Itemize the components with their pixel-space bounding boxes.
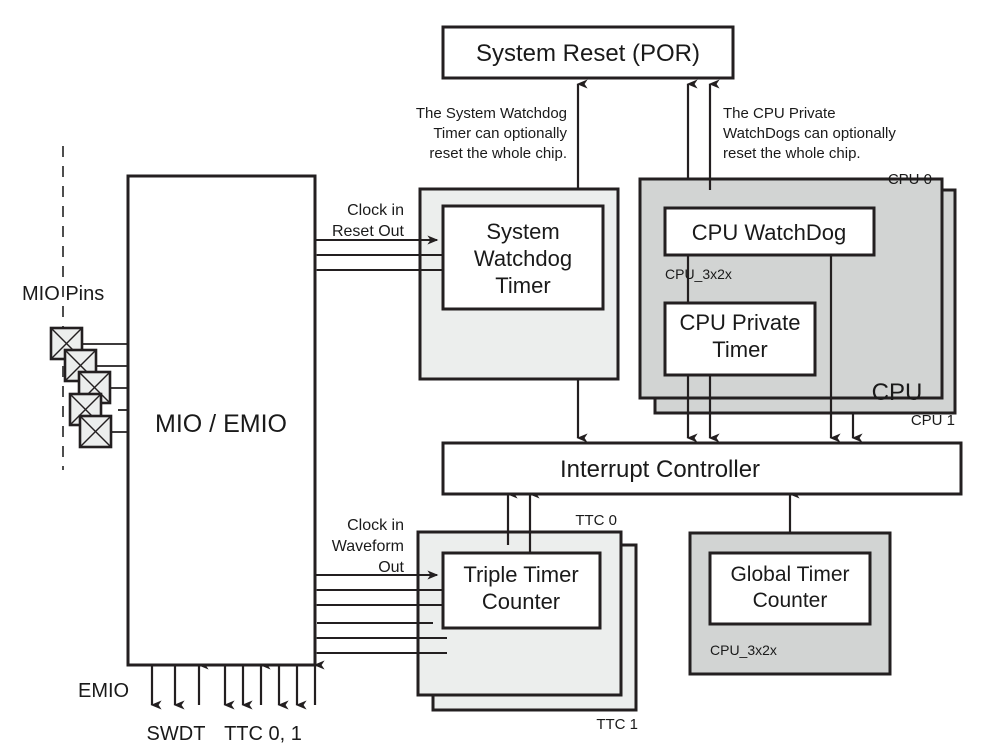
cpu-3x2x-sublabel: CPU_3x2x [665,266,732,282]
swdt-reset-note-line3: reset the whole chip. [429,145,567,162]
cpu-private-timer-label-line2: Timer [712,337,767,362]
triple-timer-counter-label-line2: Counter [482,589,560,614]
global-timer-counter-box[interactable] [708,551,872,626]
ttc0-tag: TTC 0 [575,512,617,529]
swdt-port-note-line1: Clock in [347,202,404,219]
system-reset-label: System Reset (POR) [476,40,700,67]
cpu-reset-note-line3: reset the whole chip. [723,145,861,162]
mio-pins-label: MIO Pins [22,283,104,305]
global-timer-counter-label-line2: Counter [753,589,828,612]
cpu1-tag: CPU 1 [911,412,955,429]
cpu0-tag: CPU 0 [888,171,932,188]
cpu-private-timer-label-line1: CPU Private [679,310,800,335]
system-reset-box[interactable] [441,25,735,80]
global-timer-counter-label-line1: Global Timer [730,563,849,586]
mio-emio-label: MIO / EMIO [155,410,287,438]
interrupt-controller-box[interactable] [441,441,963,496]
system-watchdog-timer-label-line1: System [486,219,559,244]
ttc1-tag: TTC 1 [596,716,638,733]
ttc-port-note-line3: Out [378,559,404,576]
triple-timer-counter-label-line1: Triple Timer [463,562,578,587]
mio-pin-5 [78,414,113,449]
system-watchdog-timer-label-line2: Watchdog [474,246,572,271]
swdt-port-note-line2: Reset Out [332,223,405,240]
system-watchdog-timer-box[interactable] [441,204,605,311]
swdt-reset-note-line2: Timer can optionally [433,125,567,142]
ttc-port-note-line1: Clock in [347,517,404,534]
cpu-reset-note-line2: WatchDogs can optionally [723,125,896,142]
cpu-private-timer-box[interactable] [663,301,817,377]
ttc-bottom-label: TTC 0, 1 [224,723,302,745]
cpu-watchdog-box[interactable] [663,206,876,257]
cpu-reset-note-line1: The CPU Private [723,105,836,122]
ttc-port-note-line2: Waveform [332,538,404,555]
system-watchdog-timer-label-line3: Timer [495,273,550,298]
mio-emio-box[interactable] [126,174,317,667]
interrupt-controller-label: Interrupt Controller [560,456,760,483]
swdt-reset-note-line1: The System Watchdog [416,105,567,122]
cpu-watchdog-label: CPU WatchDog [692,220,846,245]
cpu-label: CPU [872,379,923,406]
emio-label: EMIO [78,680,129,702]
swdt-bottom-label: SWDT [147,723,206,745]
triple-timer-counter-box[interactable] [441,551,602,630]
global-timer-cpu-3x2x-sublabel: CPU_3x2x [710,642,777,658]
